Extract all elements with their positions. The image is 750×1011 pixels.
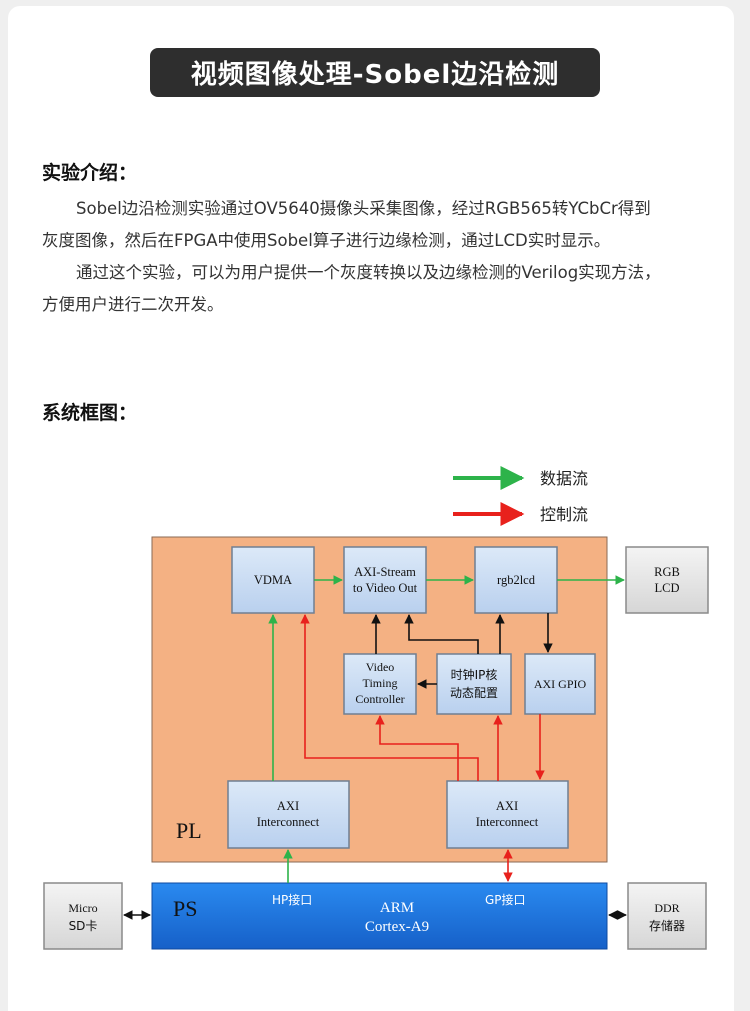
page-title: 视频图像处理-Sobel边沿检测 xyxy=(150,48,600,97)
axi-stream-label-line1: AXI-Stream xyxy=(354,565,416,579)
intro-line-3: 通过这个实验，可以为用户提供一个灰度转换以及边缘检测的Verilog实现方法， xyxy=(76,263,661,282)
intro-heading: 实验介绍： xyxy=(42,162,138,184)
rgb2lcd-label: rgb2lcd xyxy=(497,573,536,587)
arm-label-line2: Cortex-A9 xyxy=(365,919,429,935)
ps-label: PS xyxy=(173,896,197,921)
axi-interconnect-gp-block: AXI Interconnect xyxy=(446,780,569,849)
legend-control-flow-label: 控制流 xyxy=(540,505,588,524)
ddr-label-line1: DDR xyxy=(654,901,679,915)
hp-port-label: HP接口 xyxy=(272,892,312,907)
legend-data-flow-label: 数据流 xyxy=(540,469,588,488)
intro-line-1: Sobel边沿检测实验通过OV5640摄像头采集图像，经过RGB565转YCbC… xyxy=(76,199,651,218)
intro-line-2: 灰度图像，然后在FPGA中使用Sobel算子进行边缘检测，通过LCD实时显示。 xyxy=(42,231,611,250)
video-timing-controller-block: Video Timing Controller xyxy=(343,653,417,715)
axi-interconnect-hp-label-line2: Interconnect xyxy=(257,815,320,829)
clock-ip-label-line1: 时钟IP核 xyxy=(451,667,498,682)
ctrl-to-vdma-arrow xyxy=(300,614,479,781)
intro-line-4: 方便用户进行二次开发。 xyxy=(42,295,224,314)
axi-interconnect-hp-label-line1: AXI xyxy=(277,799,299,813)
micro-sd-label-line2: SD卡 xyxy=(69,919,98,933)
vdma-label: VDMA xyxy=(254,573,292,587)
ctrl-to-vtc-arrow xyxy=(375,715,459,781)
axi-stream-block: AXI-Stream to Video Out xyxy=(343,546,427,614)
axi-interconnect-hp-block: AXI Interconnect xyxy=(227,780,350,849)
clock-ip-block: 时钟IP核 动态配置 xyxy=(436,653,512,715)
rgb-lcd-block: RGB LCD xyxy=(625,546,709,614)
rgb-lcd-label-line1: RGB xyxy=(654,565,680,579)
axi-interconnect-gp-label-line2: Interconnect xyxy=(476,815,539,829)
legend: 数据流 控制流 xyxy=(453,466,588,526)
rgb-lcd-label-line2: LCD xyxy=(655,581,680,595)
vtc-label-line2: Timing xyxy=(363,676,398,690)
ps-region xyxy=(151,882,608,950)
axi-interconnect-gp-label-line1: AXI xyxy=(496,799,518,813)
micro-sd-block: Micro SD卡 xyxy=(43,882,123,950)
vtc-label-line1: Video xyxy=(366,660,395,674)
gp-port-label: GP接口 xyxy=(485,892,526,907)
clock-ip-label-line2: 动态配置 xyxy=(450,686,498,700)
axi-stream-label-line2: to Video Out xyxy=(353,581,418,595)
ddr-label-line2: 存储器 xyxy=(649,918,685,933)
axi-gpio-label: AXI GPIO xyxy=(534,677,587,691)
axi-gpio-block: AXI GPIO xyxy=(524,653,596,715)
vtc-label-line3: Controller xyxy=(355,692,404,706)
intro-paragraph: Sobel边沿检测实验通过OV5640摄像头采集图像，经过RGB565转YCbC… xyxy=(42,193,722,321)
arm-label-line1: ARM xyxy=(380,900,414,916)
pl-label: PL xyxy=(176,818,202,843)
clock-to-axis-arrow xyxy=(404,614,479,654)
rgb2lcd-block: rgb2lcd xyxy=(474,546,558,614)
vdma-block: VDMA xyxy=(231,546,315,614)
diagram-heading: 系统框图： xyxy=(42,402,138,424)
micro-sd-label-line1: Micro xyxy=(68,901,97,915)
ddr-block: DDR 存储器 xyxy=(627,882,707,950)
